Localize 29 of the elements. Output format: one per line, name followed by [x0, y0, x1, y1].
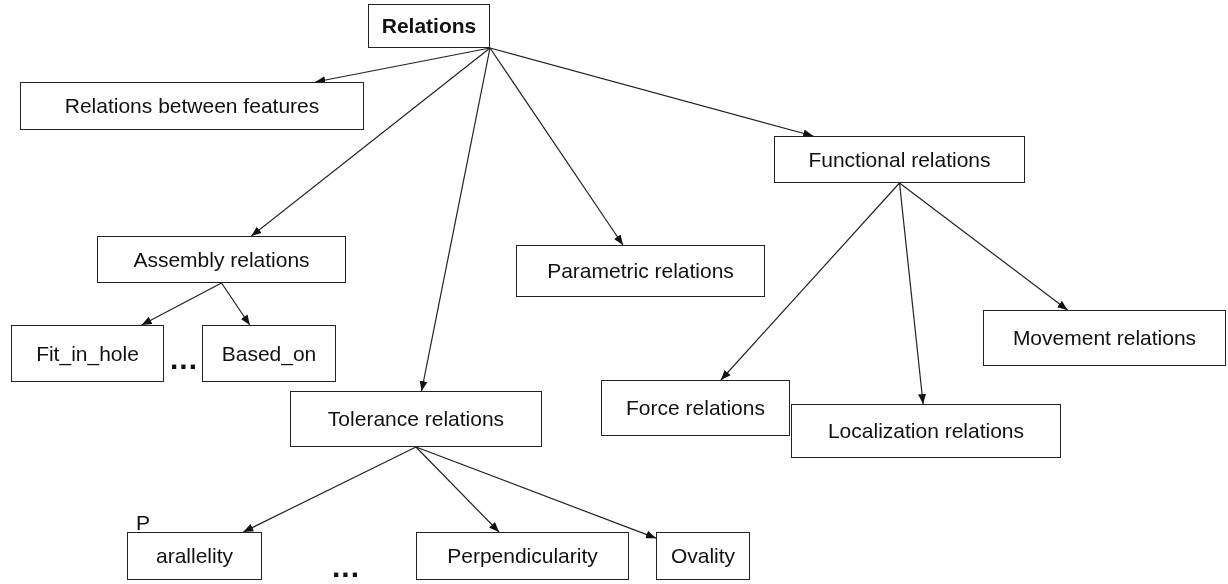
arrow	[898, 182, 927, 405]
arrow	[720, 182, 901, 381]
ellipsis-mark: ...	[332, 552, 360, 582]
arrow	[415, 446, 500, 533]
arrow	[489, 47, 814, 138]
ellipsis-mark: ...	[170, 344, 198, 374]
process-box: Tolerance relations	[290, 391, 542, 447]
arrow	[220, 282, 251, 326]
arrow	[419, 47, 491, 392]
arrow	[242, 446, 417, 533]
process-box: Based_on	[202, 325, 336, 382]
process-box: Perpendicularity	[416, 532, 629, 580]
process-box: Force relations	[601, 380, 790, 436]
arrow	[489, 47, 624, 246]
process-box: Relations between features	[20, 82, 364, 130]
process-box: Localization relations	[791, 404, 1061, 458]
arrow	[415, 446, 657, 539]
process-box: Relations	[368, 4, 490, 48]
process-box: Functional relations	[774, 136, 1025, 183]
process-box: Movement relations	[983, 310, 1226, 366]
arrow	[141, 282, 223, 326]
arrow	[898, 182, 1069, 311]
process-box: Ovality	[656, 532, 750, 580]
process-box: Assembly relations	[97, 236, 346, 283]
process-box: arallelity	[127, 532, 262, 580]
label: P	[136, 512, 150, 533]
process-box: Fit_in_hole	[11, 325, 164, 382]
arrow	[250, 47, 491, 237]
process-box: Parametric relations	[516, 245, 765, 297]
